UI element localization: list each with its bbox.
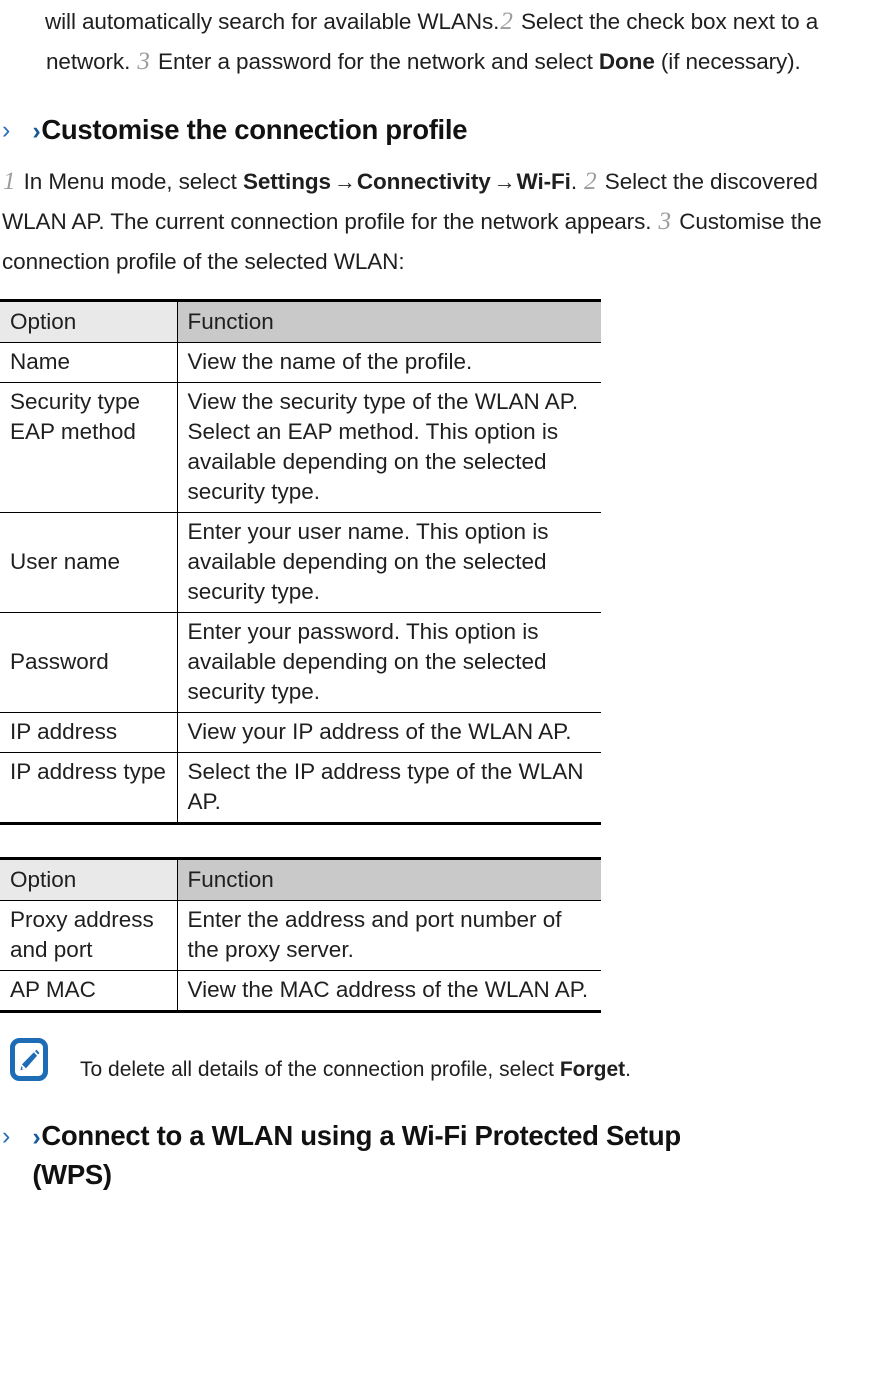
note-pen-icon: [10, 1037, 50, 1082]
step-number-3: 3: [137, 48, 150, 75]
heading-text: ›Customise the connection profile: [32, 111, 467, 150]
table-row: AP MAC View the MAC address of the WLAN …: [0, 970, 601, 1013]
table-row: Name View the name of the profile.: [0, 342, 601, 383]
note-block: To delete all details of the connection …: [0, 1035, 884, 1085]
step-number-1: 1: [3, 168, 16, 195]
table-2-header: Option Function: [0, 857, 601, 901]
function-ip-address-cell: View your IP address of the WLAN AP.: [177, 712, 601, 753]
table-row: IP address type Select the IP address ty…: [0, 752, 601, 825]
customise-step2-text: Select the discovered WLAN AP. The curre…: [2, 169, 818, 234]
option-proxy-address-cell: Proxy address and port: [0, 900, 178, 971]
note-text-a: To delete all details of the connection …: [80, 1058, 554, 1081]
heading-text: ›Connect to a WLAN using a Wi-Fi Protect…: [32, 1117, 681, 1194]
column-header-option: Option: [0, 299, 178, 343]
table-header-row: Option Function: [0, 857, 601, 901]
heading-customise-connection-profile: › ›Customise the connection profile: [0, 111, 884, 150]
function-proxy-address-cell: Enter the address and port number of the…: [177, 900, 601, 971]
function-name-cell: View the name of the profile.: [177, 342, 601, 383]
customise-step1-text: In Menu mode, select: [23, 169, 237, 194]
arrow-right-1-icon: →: [333, 169, 356, 194]
function-security-type-cell: View the security type of the WLAN AP. S…: [177, 382, 601, 513]
done-button-label: Done: [598, 49, 655, 74]
chevron-right-bold-icon: ›: [32, 117, 41, 145]
intro-step2-text: Select the check box next to a network.: [46, 9, 819, 74]
step-number-2: 2: [500, 8, 513, 35]
step-number-2b: 2: [584, 168, 597, 195]
intro-step3-text-b: (if necessary).: [660, 49, 801, 74]
connectivity-menu-label: Connectivity: [356, 169, 491, 194]
table-1-body: Name View the name of the profile. Secur…: [0, 342, 601, 825]
intro-lead-text: will automatically search for available …: [45, 9, 500, 34]
intro-paragraph: will automatically search for available …: [0, 2, 884, 82]
option-password-cell: Password: [0, 612, 178, 713]
table-header-row: Option Function: [0, 299, 601, 343]
note-text-b: .: [625, 1058, 631, 1081]
column-header-option: Option: [0, 857, 178, 901]
note-text: To delete all details of the connection …: [50, 1035, 631, 1085]
table-2-body: Proxy address and port Enter the address…: [0, 900, 601, 1013]
heading-customise-label: Customise the connection profile: [41, 114, 468, 145]
option-name-cell: Name: [0, 342, 178, 383]
option-ip-address-cell: IP address: [0, 712, 178, 753]
heading-connect-wlan-wps: › ›Connect to a WLAN using a Wi-Fi Prote…: [0, 1117, 884, 1194]
column-header-function: Function: [177, 299, 601, 343]
customise-steps-paragraph: 1 In Menu mode, select Settings→Connecti…: [0, 162, 884, 282]
function-ap-mac-cell: View the MAC address of the WLAN AP.: [177, 970, 601, 1013]
option-ap-mac-cell: AP MAC: [0, 970, 178, 1013]
function-password-cell: Enter your password. This option is avai…: [177, 612, 601, 713]
settings-menu-label: Settings: [242, 169, 331, 194]
heading-wps-label-line1: Connect to a WLAN using a Wi-Fi Protecte…: [41, 1120, 681, 1151]
function-ip-address-type-cell: Select the IP address type of the WLAN A…: [177, 752, 601, 825]
option-ip-address-type-cell: IP address type: [0, 752, 178, 825]
customise-step3-text: Customise the connection profile of the …: [2, 209, 822, 274]
chevron-right-light-icon: ›: [2, 1122, 11, 1150]
column-header-function: Function: [177, 857, 601, 901]
forget-option-label: Forget: [559, 1058, 626, 1081]
option-security-type-cell: Security type EAP method: [0, 382, 178, 513]
table-row: Password Enter your password. This optio…: [0, 612, 601, 713]
table-row: User name Enter your user name. This opt…: [0, 512, 601, 613]
table-row: Security type EAP method View the securi…: [0, 382, 601, 513]
wifi-menu-label: Wi-Fi: [516, 169, 571, 194]
step-number-3b: 3: [658, 208, 672, 235]
table-row: Proxy address and port Enter the address…: [0, 900, 601, 971]
connection-profile-options-table-1: Option Function Name View the name of th…: [0, 299, 601, 825]
table-row: IP address View your IP address of the W…: [0, 712, 601, 753]
heading-wps-label-line2: (WPS): [32, 1159, 112, 1190]
arrow-right-2-icon: →: [493, 169, 516, 194]
chevron-right-bold-icon: ›: [32, 1123, 41, 1151]
intro-step3-text-a: Enter a password for the network and sel…: [158, 49, 593, 74]
connection-profile-options-table-2: Option Function Proxy address and port E…: [0, 857, 601, 1013]
option-user-name-cell: User name: [0, 512, 178, 613]
customise-step1-period: .: [570, 169, 577, 194]
table-1-header: Option Function: [0, 299, 601, 343]
chevron-right-light-icon: ›: [2, 116, 11, 144]
function-user-name-cell: Enter your user name. This option is ava…: [177, 512, 601, 613]
